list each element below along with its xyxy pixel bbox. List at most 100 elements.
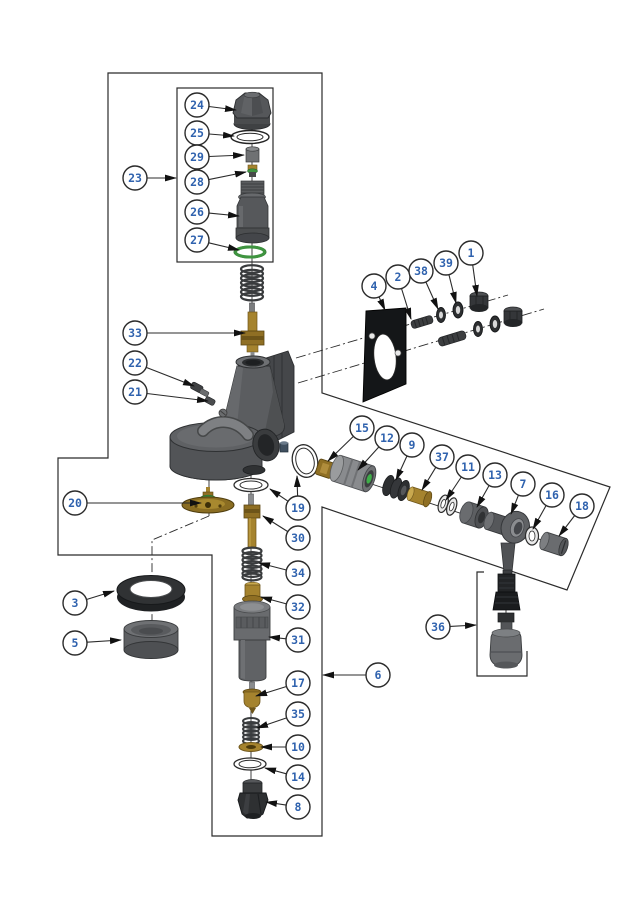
part-12-cartridge bbox=[329, 454, 377, 493]
leader-line-25 bbox=[208, 131, 235, 139]
leader-line-13 bbox=[476, 485, 490, 508]
callout-balloon-5 bbox=[62, 630, 88, 656]
leader-line-34 bbox=[258, 562, 287, 571]
callout-balloon-6 bbox=[365, 662, 391, 688]
callout-number-35: 35 bbox=[291, 707, 305, 721]
part-22-screw bbox=[190, 381, 210, 397]
part-31-cylinder bbox=[233, 600, 271, 682]
callout-balloon-7 bbox=[510, 471, 536, 497]
callout-4: 4 bbox=[361, 273, 387, 311]
callout-21: 21 bbox=[122, 379, 209, 405]
callout-number-15: 15 bbox=[355, 421, 369, 435]
callout-balloon-28 bbox=[184, 169, 210, 195]
callout-38: 38 bbox=[408, 258, 439, 310]
callout-balloon-29 bbox=[184, 144, 210, 170]
part-37-brass-bushing bbox=[406, 486, 433, 508]
callout-balloon-22 bbox=[122, 350, 148, 376]
callout-number-27: 27 bbox=[190, 233, 204, 247]
part-33-spindle bbox=[240, 302, 265, 363]
part-5-cup bbox=[123, 620, 179, 659]
part-2-stud bbox=[410, 315, 434, 329]
leader-line-11 bbox=[445, 476, 462, 501]
callout-number-7: 7 bbox=[520, 477, 527, 491]
callout-balloon-38 bbox=[408, 258, 434, 284]
callout-31: 31 bbox=[268, 627, 311, 653]
callout-14: 14 bbox=[264, 764, 311, 790]
leader-line-8 bbox=[265, 800, 287, 808]
callout-balloon-30 bbox=[285, 525, 311, 551]
callout-1: 1 bbox=[458, 240, 484, 297]
callout-2: 2 bbox=[385, 264, 412, 320]
leader-line-1 bbox=[472, 264, 479, 297]
callout-number-28: 28 bbox=[190, 175, 204, 189]
callout-number-39: 39 bbox=[439, 256, 453, 270]
callout-balloon-24 bbox=[184, 92, 210, 118]
leader-line-32 bbox=[260, 596, 287, 605]
callout-number-12: 12 bbox=[380, 431, 394, 445]
part-13-nut bbox=[459, 501, 489, 529]
callout-6: 6 bbox=[322, 662, 391, 688]
callout-16: 16 bbox=[532, 482, 565, 530]
callout-15: 15 bbox=[327, 415, 375, 462]
callout-balloon-20 bbox=[62, 490, 88, 516]
callout-19: 19 bbox=[269, 475, 311, 521]
callout-number-24: 24 bbox=[190, 98, 204, 112]
bowl-seal-dashdot bbox=[151, 515, 210, 648]
part-26-cartridge-body bbox=[235, 180, 270, 244]
part-17-valve bbox=[242, 681, 262, 714]
part-28-seal-holder bbox=[247, 164, 258, 177]
callout-balloon-10 bbox=[285, 734, 311, 760]
leader-line-5 bbox=[86, 637, 122, 645]
callout-number-32: 32 bbox=[291, 600, 305, 614]
part-3-seal-ring bbox=[116, 575, 186, 612]
callout-balloon-3 bbox=[62, 590, 88, 616]
callout-32: 32 bbox=[260, 594, 311, 620]
callout-number-16: 16 bbox=[545, 488, 559, 502]
part-20-diaphragm bbox=[181, 487, 235, 514]
leader-line-3 bbox=[86, 590, 115, 601]
callout-33: 33 bbox=[122, 320, 246, 346]
callout-number-31: 31 bbox=[291, 633, 305, 647]
part-39-washer bbox=[452, 301, 464, 319]
leader-line-38 bbox=[425, 281, 439, 310]
callout-35: 35 bbox=[256, 701, 311, 729]
leader-line-4 bbox=[377, 296, 386, 311]
part-1-hex-nut bbox=[469, 291, 489, 312]
callout-number-26: 26 bbox=[190, 205, 204, 219]
callout-9: 9 bbox=[395, 432, 425, 481]
callout-balloon-37 bbox=[429, 444, 455, 470]
callout-balloon-16 bbox=[539, 482, 565, 508]
callout-number-23: 23 bbox=[128, 171, 142, 185]
callout-balloon-4 bbox=[361, 273, 387, 299]
callout-number-21: 21 bbox=[128, 385, 142, 399]
callout-balloon-15 bbox=[349, 415, 375, 441]
leader-line-35 bbox=[256, 717, 287, 729]
callout-number-34: 34 bbox=[291, 566, 305, 580]
leader-line-21 bbox=[146, 392, 209, 404]
callout-balloon-11 bbox=[455, 454, 481, 480]
part-35-spring bbox=[242, 717, 260, 745]
callout-balloon-14 bbox=[285, 764, 311, 790]
leader-line-37 bbox=[421, 467, 437, 491]
callout-number-10: 10 bbox=[291, 740, 305, 754]
callout-22: 22 bbox=[122, 350, 195, 387]
callout-number-14: 14 bbox=[291, 770, 305, 784]
callout-8: 8 bbox=[265, 794, 311, 820]
leader-line-39 bbox=[448, 274, 457, 304]
callout-26: 26 bbox=[184, 199, 240, 225]
callout-balloon-9 bbox=[399, 432, 425, 458]
callout-number-25: 25 bbox=[190, 126, 204, 140]
callout-number-1: 1 bbox=[468, 246, 475, 260]
callout-18: 18 bbox=[558, 493, 595, 537]
callout-number-9: 9 bbox=[409, 438, 416, 452]
callout-balloon-13 bbox=[482, 462, 508, 488]
callout-30: 30 bbox=[262, 515, 311, 551]
callout-balloon-26 bbox=[184, 199, 210, 225]
leader-line-31 bbox=[268, 634, 287, 642]
callout-balloon-12 bbox=[374, 425, 400, 451]
leader-line-29 bbox=[208, 152, 245, 159]
callout-12: 12 bbox=[357, 425, 400, 471]
callout-17: 17 bbox=[255, 670, 311, 697]
callout-23: 23 bbox=[122, 165, 177, 191]
callout-balloon-19 bbox=[285, 495, 311, 521]
